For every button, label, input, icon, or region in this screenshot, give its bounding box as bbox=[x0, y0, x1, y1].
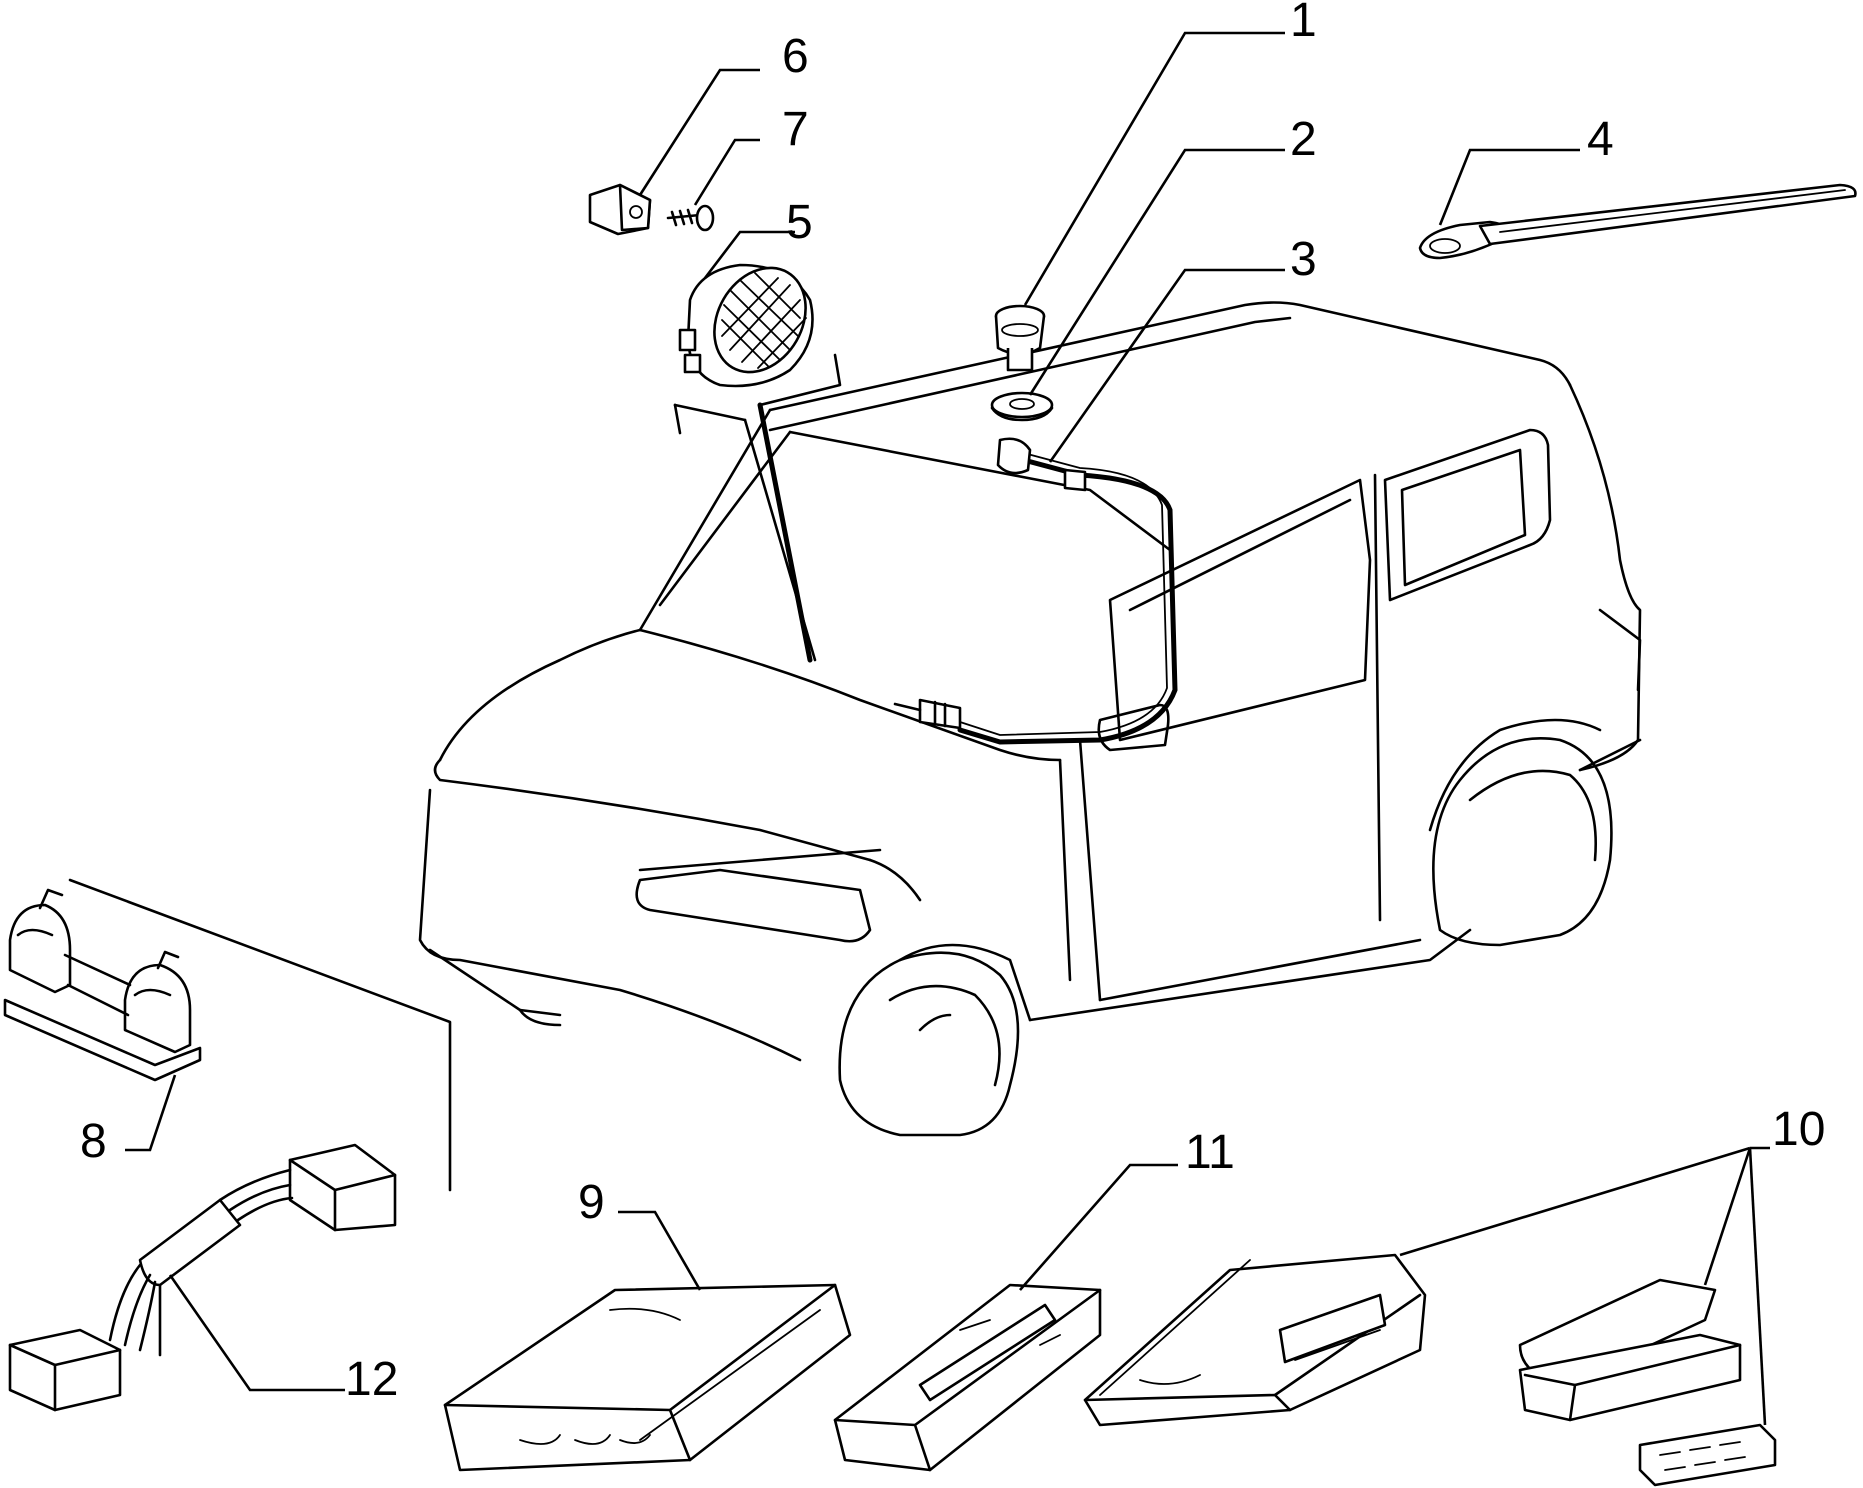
cassette-case bbox=[1518, 1278, 1742, 1422]
screw bbox=[666, 204, 715, 232]
antenna-mast bbox=[1418, 183, 1857, 260]
car-outline bbox=[418, 301, 1642, 1137]
cassette bbox=[1638, 1423, 1777, 1487]
trim-frame bbox=[833, 1283, 1102, 1472]
callout-6: 6 bbox=[782, 30, 809, 83]
callout-8: 8 bbox=[80, 1115, 107, 1168]
group-divider bbox=[68, 878, 452, 1192]
antenna-cable bbox=[893, 437, 1178, 745]
bracket bbox=[3, 888, 202, 1082]
callout-3: 3 bbox=[1290, 233, 1317, 286]
wiring-harness bbox=[8, 1143, 397, 1412]
washer bbox=[990, 391, 1054, 422]
callout-5: 5 bbox=[786, 196, 813, 249]
radio-unit bbox=[1083, 1253, 1427, 1427]
callout-4: 4 bbox=[1587, 113, 1614, 166]
antenna-base bbox=[994, 304, 1046, 372]
callout-1: 1 bbox=[1290, 0, 1317, 47]
callout-9: 9 bbox=[578, 1176, 605, 1229]
speaker-grille bbox=[721, 272, 807, 369]
radio-cage bbox=[443, 1283, 852, 1472]
callout-2: 2 bbox=[1290, 113, 1317, 166]
speaker bbox=[673, 263, 842, 663]
callout-12: 12 bbox=[345, 1353, 398, 1406]
leader-lines bbox=[125, 31, 1770, 1426]
callout-11: 11 bbox=[1185, 1126, 1235, 1179]
callout-labels: 1 2 3 4 5 6 7 8 9 10 11 12 bbox=[80, 0, 1825, 1406]
callout-10: 10 bbox=[1772, 1103, 1825, 1156]
callout-7: 7 bbox=[782, 103, 809, 156]
